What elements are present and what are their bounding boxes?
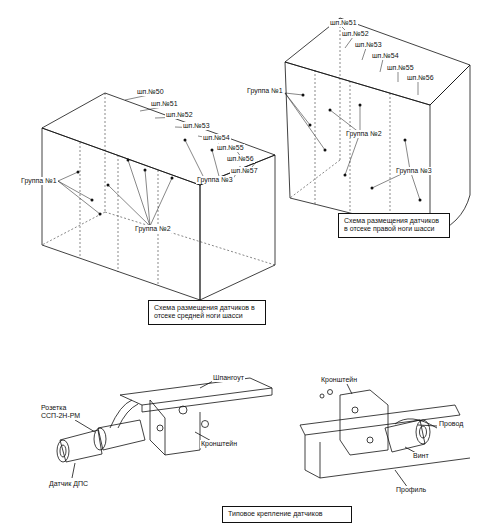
box-top [42, 93, 275, 185]
part-label: шп.№52 [165, 111, 194, 119]
part-label: шп.№50 [136, 88, 165, 96]
box-front [285, 62, 430, 235]
frame-mount [57, 378, 272, 478]
part-label: Профиль [395, 486, 427, 494]
part-label: Кронштейн [200, 440, 238, 448]
part-label: Провод [438, 420, 464, 428]
part-label: шп.№54 [371, 52, 400, 60]
part-label: Группа №2 [345, 130, 383, 138]
box-front [42, 128, 200, 300]
part-label: шп.№53 [182, 122, 211, 130]
part-label: Группа №1 [20, 177, 58, 185]
part-label: Датчик ДПС [48, 480, 89, 488]
caption-box: Схема размещения датчиков в отсеке средн… [148, 300, 266, 325]
part-label: шп.№55 [386, 64, 415, 72]
caption-box: Схема размещения датчиков в отсеке право… [338, 213, 450, 238]
part-label: Винт [412, 452, 430, 460]
box-top [285, 18, 470, 105]
part-label: шп.№53 [354, 41, 383, 49]
part-label: Кронштейн [320, 376, 358, 384]
caption-text: Типовое крепление датчиков [223, 507, 351, 521]
part-label: шп.№52 [341, 30, 370, 38]
part-label: Шпангоут [212, 374, 245, 382]
box-side [430, 65, 470, 235]
profile-mount [300, 384, 470, 488]
part-label: шп.№54 [202, 134, 231, 142]
part-label: Группа №2 [134, 225, 172, 233]
part-label: шп.№55 [216, 144, 245, 152]
caption-text: Схема размещения датчиков в отсеке право… [339, 214, 449, 237]
part-label: шп.№51 [150, 100, 179, 108]
caption-box: Типовое крепление датчиков [222, 506, 352, 523]
part-label: шп.№51 [329, 19, 358, 27]
part-label: шп.№56 [406, 74, 435, 82]
part-label: Группа №3 [395, 167, 433, 175]
caption-text: Схема размещения датчиков в отсеке средн… [149, 301, 265, 324]
part-label: Розетка ССП-2Н-РМ [40, 404, 90, 420]
part-label: Группа №1 [246, 87, 284, 95]
part-label: шп.№56 [226, 155, 255, 163]
part-label: шп.№57 [230, 167, 259, 175]
part-label: Группа №3 [196, 176, 234, 184]
